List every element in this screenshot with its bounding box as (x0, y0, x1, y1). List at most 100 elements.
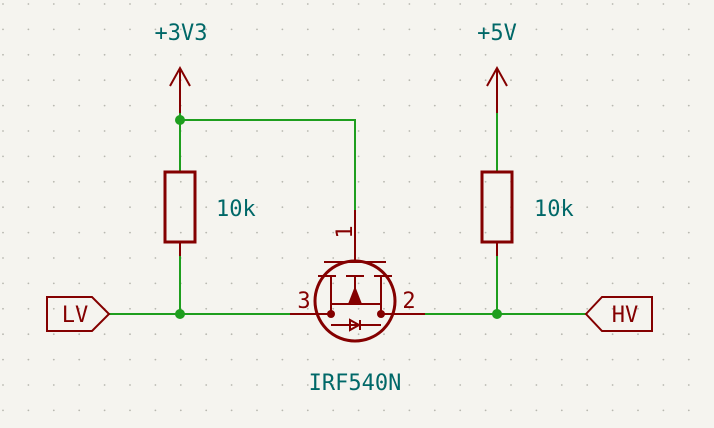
grid-dot (230, 155, 233, 158)
label-lv[interactable]: LV (46, 296, 111, 332)
grid-dot (510, 384, 512, 386)
grid-dot (433, 79, 436, 82)
grid-dot (510, 409, 512, 412)
grid-dot (78, 3, 81, 5)
grid-dot (27, 333, 30, 336)
grid-dot (433, 231, 436, 234)
grid-dot (408, 104, 411, 107)
grid-dot (357, 180, 360, 183)
grid-dot (103, 282, 106, 285)
grid-dot (306, 231, 309, 234)
junction-3v3 (175, 115, 185, 125)
grid-dot (179, 180, 182, 183)
grid-dot (332, 282, 335, 285)
grid-dot (408, 384, 411, 386)
grid-dot (383, 104, 385, 107)
grid-dot (510, 257, 512, 259)
grid-dot (306, 104, 309, 107)
grid-dot (484, 307, 487, 310)
junction-hv (492, 309, 502, 319)
grid-dot (637, 282, 639, 285)
grid-dot (687, 409, 690, 412)
grid-dot (662, 409, 665, 412)
grid-dot (154, 282, 157, 285)
grid-dot (2, 3, 4, 5)
grid-dot (687, 282, 690, 285)
grid-dot (27, 104, 30, 107)
grid-dot (383, 358, 385, 361)
grid-dot (484, 333, 487, 336)
grid-dot (256, 79, 258, 82)
grid-dot (179, 28, 182, 31)
grid-dot (408, 409, 411, 412)
grid-dot (383, 231, 385, 234)
grid-dot (306, 358, 309, 361)
resistor-r1[interactable]: 10k (163, 170, 256, 256)
wire-3v3-to-gate[interactable] (179, 119, 356, 211)
grid-dot (408, 206, 411, 209)
grid-dot (560, 53, 563, 56)
grid-dot (408, 257, 411, 259)
wires (109, 113, 587, 315)
grid-dot (637, 257, 639, 259)
label-hv[interactable]: HV (584, 296, 653, 332)
grid-dot (586, 180, 589, 183)
grid-dot (52, 409, 55, 412)
grid-dot (27, 130, 30, 132)
grid-dot (611, 307, 614, 310)
grid-dot (637, 155, 639, 158)
grid-dot (27, 282, 30, 285)
grid-dot (484, 257, 487, 259)
grid-dot (484, 282, 487, 285)
grid-dot (611, 231, 614, 234)
grid-dot (408, 130, 411, 132)
grid-dot (560, 358, 563, 361)
grid-dot (27, 307, 30, 310)
grid-dot (459, 130, 462, 132)
grid-dot (129, 257, 131, 259)
mosfet-q1[interactable]: 1 3 2 IRF540N (290, 210, 425, 396)
grid-dot (535, 358, 538, 361)
grid-dot (256, 231, 258, 234)
grid-dot (332, 358, 335, 361)
grid-dot (357, 231, 360, 234)
grid-dot (586, 358, 589, 361)
grid-dot (662, 333, 665, 336)
grid-dot (78, 333, 81, 336)
grid-dot (586, 384, 589, 386)
grid-dot (27, 384, 30, 386)
body-arrow-icon (348, 286, 362, 304)
grid-dot (306, 206, 309, 209)
grid-dot (52, 206, 55, 209)
grid-dot (662, 130, 665, 132)
grid-dot (687, 104, 690, 107)
grid-dot (205, 104, 208, 107)
grid-dot (433, 206, 436, 209)
grid-dot (510, 79, 512, 82)
grid-dot (383, 409, 385, 412)
grid-dot (357, 3, 360, 5)
power-symbol-3v3[interactable]: +3V3 (155, 21, 208, 114)
label-lv-text: LV (62, 303, 89, 328)
grid-dot (129, 104, 131, 107)
power-symbol-5v[interactable]: +5V (477, 21, 517, 114)
grid-dot (459, 257, 462, 259)
grid-dot (205, 333, 208, 336)
grid-dot (52, 307, 55, 310)
grid-dot (129, 384, 131, 386)
resistor-r2[interactable]: 10k (480, 170, 574, 256)
grid-dot (281, 384, 284, 386)
grid-dot (383, 28, 385, 31)
grid-dot (52, 384, 55, 386)
grid-dot (205, 3, 208, 5)
grid-dot (433, 130, 436, 132)
grid-dot (637, 28, 639, 31)
grid-dot (459, 333, 462, 336)
grid-dot (205, 282, 208, 285)
grid-dot (433, 53, 436, 56)
grid-dot (230, 3, 233, 5)
grid-dot (78, 53, 81, 56)
grid-dot (2, 206, 4, 209)
grid-dot (433, 257, 436, 259)
grid-dot (611, 333, 614, 336)
